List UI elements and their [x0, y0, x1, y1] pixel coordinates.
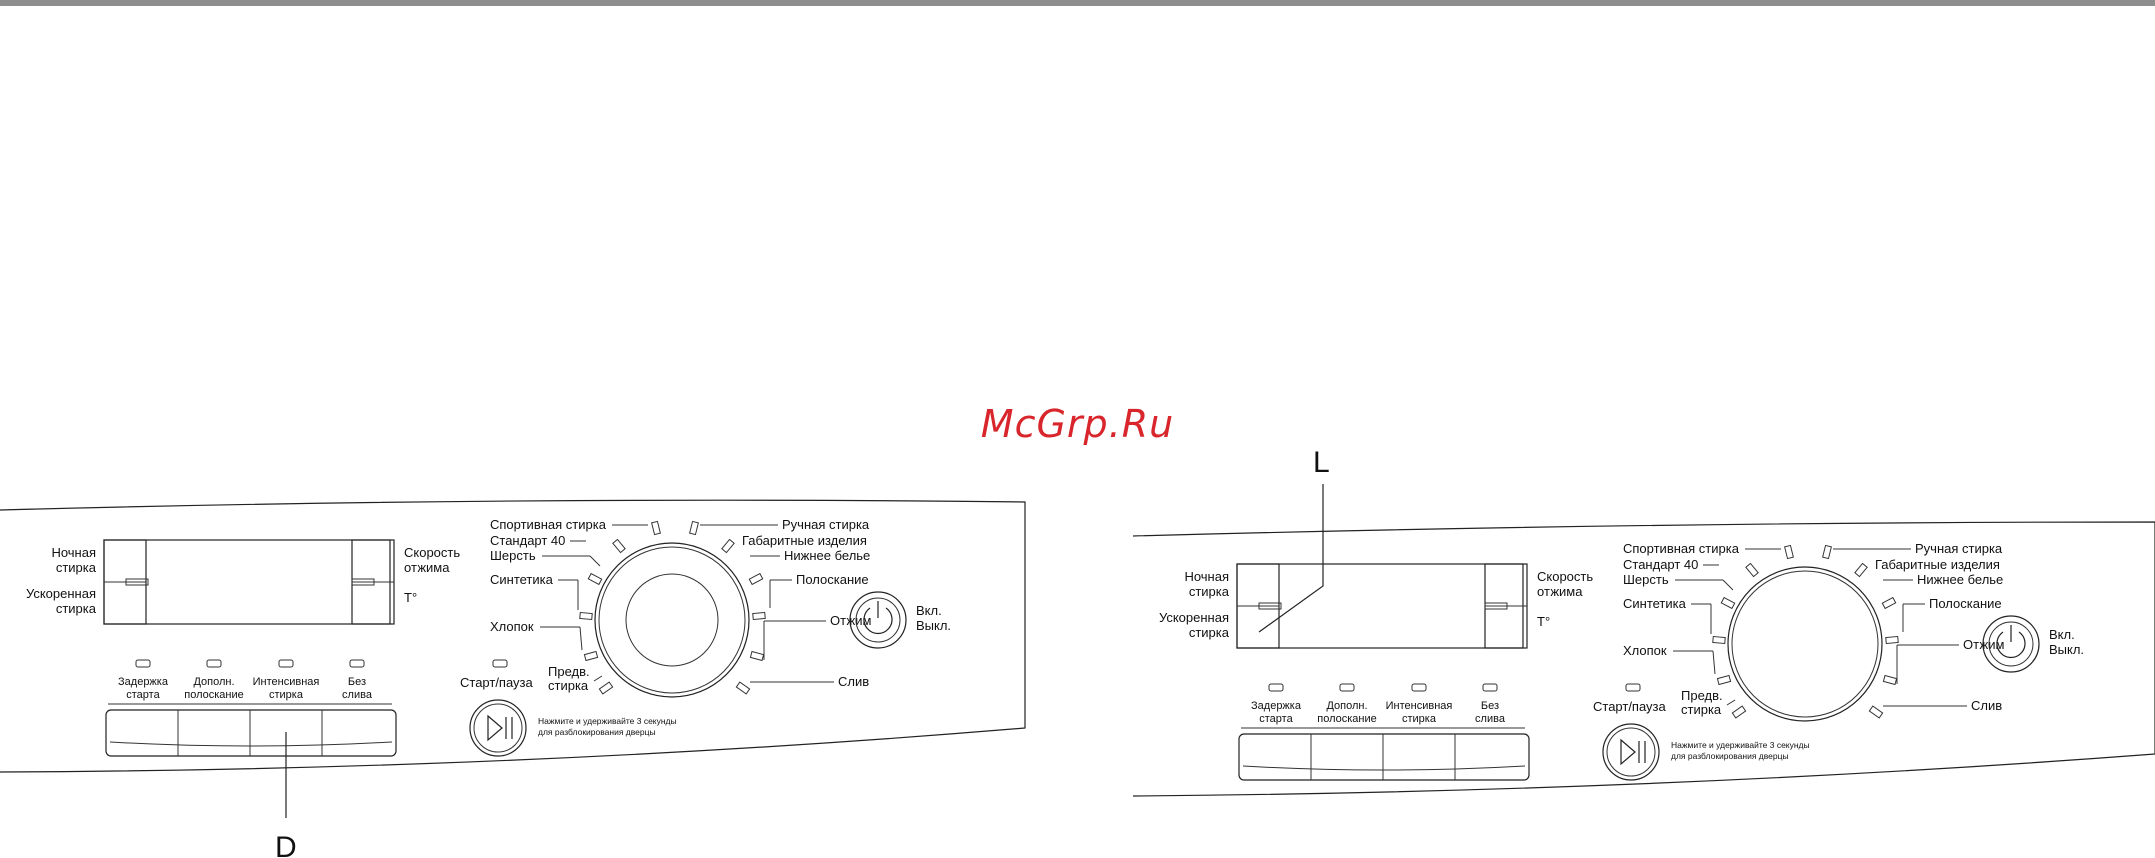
prog-wool: Шерсть	[1623, 572, 1669, 587]
play-icon	[1620, 738, 1636, 766]
prog-sport: Спортивная стирка	[490, 517, 607, 532]
power-off-label: Выкл.	[2049, 642, 2084, 657]
power-on-label: Вкл.	[2049, 627, 2075, 642]
panel-outline	[0, 499, 1026, 773]
unlock-note-2: для разблокирования дверцы	[1671, 751, 1789, 761]
opt-nodrain-1: Без	[348, 676, 366, 688]
prog-rinse: Полоскание	[1929, 596, 2002, 611]
night-label-1: Ночная	[51, 545, 96, 560]
panel-outline	[1132, 521, 2155, 797]
power-icon	[863, 607, 893, 635]
unlock-note-1: Нажмите и удерживайте 3 секунды	[538, 716, 677, 726]
callout-d: D	[275, 831, 297, 858]
prog-synthetic: Синтетика	[490, 572, 554, 587]
prog-standard40: Стандарт 40	[1623, 557, 1698, 572]
power-off-label: Выкл.	[916, 618, 951, 633]
led-intensive	[278, 659, 294, 668]
prog-prewash-2: стирка	[1681, 702, 1722, 717]
unlock-note-1: Нажмите и удерживайте 3 секунды	[1671, 740, 1810, 750]
opt-delay-2: старта	[126, 689, 160, 701]
opt-int-2: стирка	[1402, 713, 1437, 725]
start-pause-label: Старт/пауза	[460, 675, 534, 690]
led-delay	[1268, 683, 1284, 692]
watermark: McGrp.Ru	[980, 402, 1175, 446]
prog-prewash-1: Предв.	[548, 664, 590, 679]
prog-underwear: Нижнее белье	[784, 548, 870, 563]
start-pause-button[interactable]	[469, 699, 527, 757]
start-pause-label: Старт/пауза	[1593, 699, 1667, 714]
prog-rinse: Полоскание	[796, 572, 869, 587]
power-button[interactable]	[849, 591, 907, 649]
opt-delay-1: Задержка	[118, 676, 169, 688]
prog-prewash-1: Предв.	[1681, 688, 1723, 703]
opt-rinse-2: полоскание	[184, 689, 244, 701]
start-pause-button[interactable]	[1602, 723, 1660, 781]
quick-label-2: стирка	[1189, 625, 1230, 640]
unlock-note-2: для разблокирования дверцы	[538, 727, 656, 737]
quick-label-2: стирка	[56, 601, 97, 616]
opt-nodrain-2: слива	[342, 689, 373, 701]
prog-prewash-2: стирка	[548, 678, 589, 693]
opt-delay-1: Задержка	[1251, 700, 1302, 712]
opt-nodrain-2: слива	[1475, 713, 1506, 725]
power-button[interactable]	[1982, 615, 2040, 673]
prog-cotton: Хлопок	[490, 619, 534, 634]
spin-label-1: Скорость	[1537, 569, 1593, 584]
power-on-label: Вкл.	[916, 603, 942, 618]
quick-label-1: Ускоренная	[26, 586, 96, 601]
opt-int-1: Интенсивная	[253, 676, 320, 688]
led-start	[492, 659, 508, 668]
temp-label: T°	[404, 590, 417, 605]
program-dial[interactable]	[594, 542, 750, 698]
spin-label-2: отжима	[404, 560, 450, 575]
prog-cotton: Хлопок	[1623, 643, 1667, 658]
led-intensive	[1411, 683, 1427, 692]
power-icon	[1996, 631, 2026, 659]
prog-sport: Спортивная стирка	[1623, 541, 1740, 556]
opt-delay-2: старта	[1259, 713, 1293, 725]
option-button-bar[interactable]	[1238, 733, 1530, 781]
prog-spin: Отжим	[1963, 637, 2004, 652]
opt-int-2: стирка	[269, 689, 304, 701]
quick-label-1: Ускоренная	[1159, 610, 1229, 625]
callout-l-line	[1258, 484, 1324, 633]
prog-hand: Ручная стирка	[782, 517, 870, 532]
prog-bulky: Габаритные изделия	[1875, 557, 2000, 572]
opt-int-1: Интенсивная	[1386, 700, 1453, 712]
top-border	[0, 0, 2155, 6]
opt-rinse-2: полоскание	[1317, 713, 1377, 725]
prog-drain: Слив	[1971, 698, 2002, 713]
opt-rinse-1: Дополн.	[1326, 700, 1367, 712]
program-dial[interactable]	[1727, 566, 1883, 722]
prog-drain: Слив	[838, 674, 869, 689]
spin-label-2: отжима	[1537, 584, 1583, 599]
option-button-bar[interactable]	[105, 709, 397, 757]
night-label-2: стирка	[56, 560, 97, 575]
prog-bulky: Габаритные изделия	[742, 533, 867, 548]
led-no-drain	[349, 659, 365, 668]
prog-spin: Отжим	[830, 613, 871, 628]
temp-label: T°	[1537, 614, 1550, 629]
led-start	[1625, 683, 1641, 692]
led-rinse	[1339, 683, 1355, 692]
prog-synthetic: Синтетика	[1623, 596, 1687, 611]
callout-l: L	[1313, 446, 1330, 479]
opt-rinse-1: Дополн.	[193, 676, 234, 688]
led-rinse	[206, 659, 222, 668]
prog-standard40: Стандарт 40	[490, 533, 565, 548]
play-icon	[487, 714, 503, 742]
opt-nodrain-1: Без	[1481, 700, 1499, 712]
prog-underwear: Нижнее белье	[1917, 572, 2003, 587]
prog-wool: Шерсть	[490, 548, 536, 563]
led-delay	[135, 659, 151, 668]
led-no-drain	[1482, 683, 1498, 692]
night-label-1: Ночная	[1184, 569, 1229, 584]
night-label-2: стирка	[1189, 584, 1230, 599]
display-screen	[1236, 563, 1524, 649]
spin-label-1: Скорость	[404, 545, 460, 560]
prog-hand: Ручная стирка	[1915, 541, 2003, 556]
